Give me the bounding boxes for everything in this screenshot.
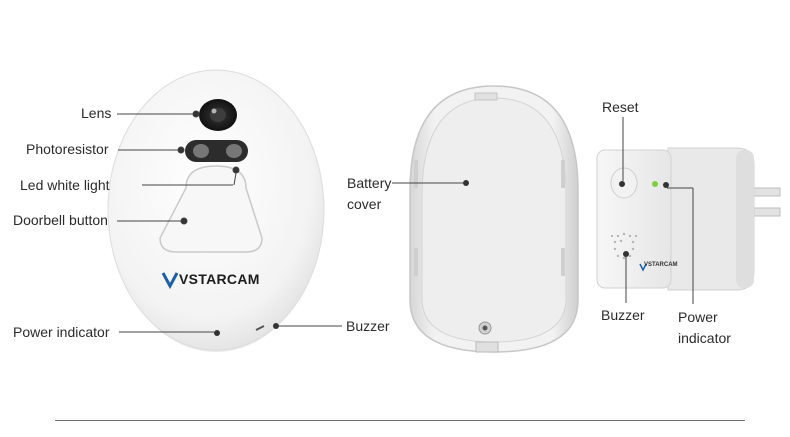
label-chime-power-line1: Power — [678, 309, 718, 325]
label-photoresistor: Photoresistor — [26, 141, 109, 157]
label-chime-power-line2: indicator — [678, 330, 731, 346]
label-doorbell-button: Doorbell button — [13, 212, 108, 228]
chime-leader-lines — [622, 117, 694, 304]
label-buzzer: Buzzer — [346, 318, 390, 334]
doorbell-front — [107, 69, 325, 352]
label-lens: Lens — [81, 105, 112, 121]
doorbell-brand-text: VSTARCAM — [179, 271, 260, 287]
speaker-grille-icon — [610, 232, 638, 260]
label-led-white-light: Led white light — [20, 177, 110, 193]
label-chime-power-indicator: Power indicator — [678, 307, 731, 349]
chime-unit — [596, 147, 781, 291]
label-power-indicator: Power indicator — [13, 324, 110, 340]
bottom-divider — [55, 420, 745, 421]
label-battery-cover-line1: Battery — [347, 175, 392, 191]
doorbell-button-icon — [159, 165, 263, 253]
label-battery-cover-line2: cover — [347, 196, 382, 212]
label-reset: Reset — [602, 99, 639, 115]
label-battery-cover: Battery cover — [347, 173, 391, 215]
chime-brand-text: VSTARCAM — [644, 262, 678, 268]
vstarcam-logo-icon — [161, 272, 179, 290]
reset-icon — [619, 181, 625, 187]
label-chime-buzzer: Buzzer — [601, 307, 645, 323]
doorbell-leader-lines — [117, 110, 342, 333]
indicator-light-icon — [652, 181, 658, 187]
battery-cover — [409, 85, 579, 353]
